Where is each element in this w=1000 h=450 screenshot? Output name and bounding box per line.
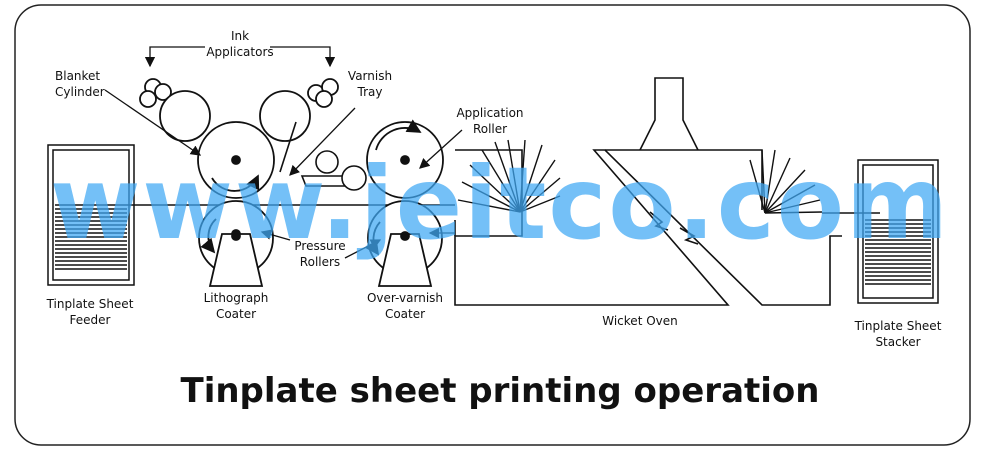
diagram-title: Tinplate sheet printing operation <box>181 371 820 411</box>
label-sheet-stacker: Stacker <box>875 335 920 349</box>
ink-roller-small <box>154 83 172 101</box>
rotation-arrow <box>375 119 422 151</box>
varnish-tray-leader <box>289 107 356 176</box>
label-pressure-rollers: Pressure <box>294 239 345 253</box>
sheet-feeder <box>47 144 135 286</box>
sheet-stacker <box>822 159 939 304</box>
ink-bracket-left <box>149 46 205 55</box>
label-sheet-feeder: Tinplate Sheet <box>46 297 134 311</box>
leader-arrows <box>104 46 463 259</box>
blanket-cylinder-leader <box>104 89 202 156</box>
label-lithograph-coater: Coater <box>216 307 256 321</box>
application-roller-leader <box>419 129 463 169</box>
label-sheet-stacker: Tinplate Sheet <box>854 319 942 333</box>
break-mark <box>679 227 699 245</box>
ink-roller-large <box>259 90 311 142</box>
label-blanket-cylinder: Blanket <box>55 69 100 83</box>
label-varnish-tray: Tray <box>357 85 383 99</box>
label-over-varnish-coater: Over-varnish <box>367 291 443 305</box>
ink-roller-large <box>159 90 211 142</box>
ink-bracket-right <box>270 46 331 55</box>
wicket-fan-right <box>749 149 823 214</box>
rotation-arrow <box>364 221 381 256</box>
label-pressure-rollers: Rollers <box>300 255 340 269</box>
label-ink-applicators: Applicators <box>206 45 273 59</box>
label-blanket-cylinder: Cylinder <box>55 85 105 99</box>
stacker-sheet-stack <box>865 219 931 285</box>
watermark: www.jeitco.com <box>50 145 950 262</box>
over-varnish-coater <box>364 119 444 287</box>
blanket-cylinder-axle <box>231 155 241 165</box>
break-mark <box>649 211 669 231</box>
wicket-oven <box>454 77 842 306</box>
ink-roller-small <box>315 90 333 108</box>
ink-roller-small <box>139 90 157 108</box>
feeder-sheet-stack <box>55 204 127 270</box>
lithograph-coater <box>139 78 339 287</box>
coater-stand <box>377 233 433 287</box>
varnish-tray <box>279 121 367 191</box>
rotation-arrow <box>200 218 217 254</box>
label-wicket-oven: Wicket Oven <box>602 314 678 328</box>
pressure-roller-leader-right <box>344 239 382 259</box>
label-application-roller: Application <box>456 106 523 120</box>
coater-stand <box>208 233 264 287</box>
pressure-roller-leader-left <box>260 229 291 241</box>
wicket-fan-left <box>457 139 561 213</box>
label-varnish-tray: Varnish <box>348 69 392 83</box>
label-ink-applicators: Ink <box>231 29 249 43</box>
label-sheet-feeder: Feeder <box>70 313 111 327</box>
rotation-arrow <box>211 174 260 192</box>
label-application-roller: Roller <box>473 122 507 136</box>
label-over-varnish-coater: Coater <box>385 307 425 321</box>
oven-chimney <box>639 77 699 151</box>
label-lithograph-coater: Lithograph <box>204 291 269 305</box>
diagram-frame <box>14 4 971 446</box>
